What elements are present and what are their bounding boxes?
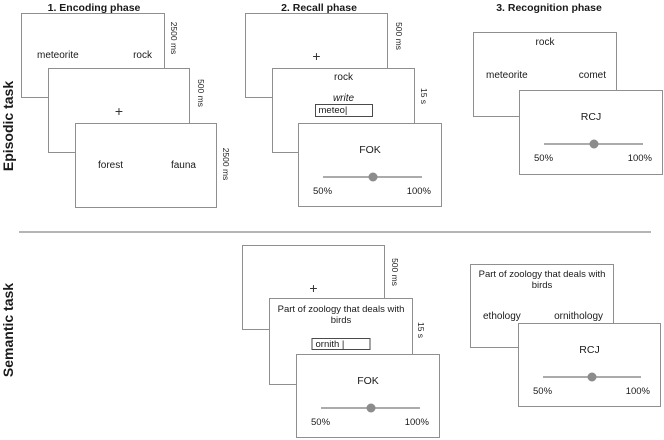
answer-input: meteo|: [314, 104, 373, 117]
recognition-option-left: ethology: [483, 311, 521, 322]
fixation-cross: +: [309, 279, 318, 296]
confidence-slider: [323, 172, 422, 181]
stimulus-word-left: meteorite: [37, 50, 79, 61]
slider-thumb: [368, 172, 377, 181]
episodic-encoding-slide-3: forest fauna: [75, 123, 217, 208]
judgment-label: RCJ: [579, 344, 600, 356]
scale-min-label: 50%: [311, 417, 331, 428]
duration-label: 500 ms: [390, 258, 400, 286]
slider-thumb: [587, 372, 597, 381]
stimulus-word-right: fauna: [170, 160, 196, 171]
row-label-semantic: Semantic task: [0, 282, 16, 378]
phase-header-encoding: 1. Encoding phase: [47, 2, 141, 14]
scale-max-label: 100%: [404, 417, 429, 428]
stimulus-word-left: forest: [98, 160, 124, 171]
scale-max-label: 100%: [625, 386, 650, 397]
recognition-option-right: ornithology: [554, 311, 603, 322]
confidence-slider: [321, 403, 420, 412]
question-line-2: birds: [531, 280, 553, 291]
duration-label: 2500 ms: [169, 21, 179, 55]
scale-max-label: 100%: [627, 153, 652, 164]
typed-answer: meteo|: [318, 105, 348, 116]
fixation-cross: +: [114, 102, 124, 119]
phase-header-recall: 2. Recall phase: [281, 2, 357, 14]
fixation-cross: +: [312, 47, 321, 64]
recognition-option-right: comet: [578, 70, 606, 81]
slider-thumb: [366, 403, 375, 412]
judgment-label: FOK: [359, 144, 381, 156]
duration-label: 2500 ms: [221, 147, 231, 181]
scale-min-label: 50%: [534, 153, 554, 164]
cue-word: rock: [334, 72, 353, 83]
duration-label: 500 ms: [394, 22, 404, 50]
judgment-label: FOK: [357, 375, 379, 387]
cue-word: rock: [535, 37, 555, 48]
recognition-option-left: meteorite: [486, 70, 528, 81]
judgment-label: RCJ: [580, 111, 602, 123]
answer-input: ornith |: [311, 338, 371, 350]
question-line-2: birds: [330, 315, 352, 326]
scale-min-label: 50%: [533, 386, 553, 397]
semantic-recall-fok-slide: FOK 50% 100%: [296, 354, 440, 438]
row-label-episodic: Episodic task: [0, 80, 16, 172]
stimulus-word-right: rock: [133, 50, 152, 61]
typed-answer: ornith |: [315, 338, 345, 350]
confidence-slider: [544, 139, 643, 148]
semantic-recognition-rcj-slide: RCJ 50% 100%: [518, 323, 661, 407]
duration-label: 15 s: [419, 87, 429, 105]
question-line-1: Part of zoology that deals with: [478, 269, 606, 280]
phase-header-recognition: 3. Recognition phase: [496, 2, 602, 14]
question-line-1: Part of zoology that deals with: [277, 304, 405, 315]
task-divider: [19, 231, 651, 233]
episodic-recall-fok-slide: FOK 50% 100%: [298, 123, 442, 207]
duration-label: 15 s: [416, 321, 426, 339]
duration-label: 500 ms: [196, 79, 206, 107]
scale-max-label: 100%: [406, 186, 431, 197]
confidence-slider: [543, 372, 641, 381]
scale-min-label: 50%: [313, 186, 333, 197]
slider-thumb: [589, 139, 598, 148]
episodic-recognition-rcj-slide: RCJ 50% 100%: [519, 90, 663, 175]
write-instruction: write: [332, 93, 355, 104]
